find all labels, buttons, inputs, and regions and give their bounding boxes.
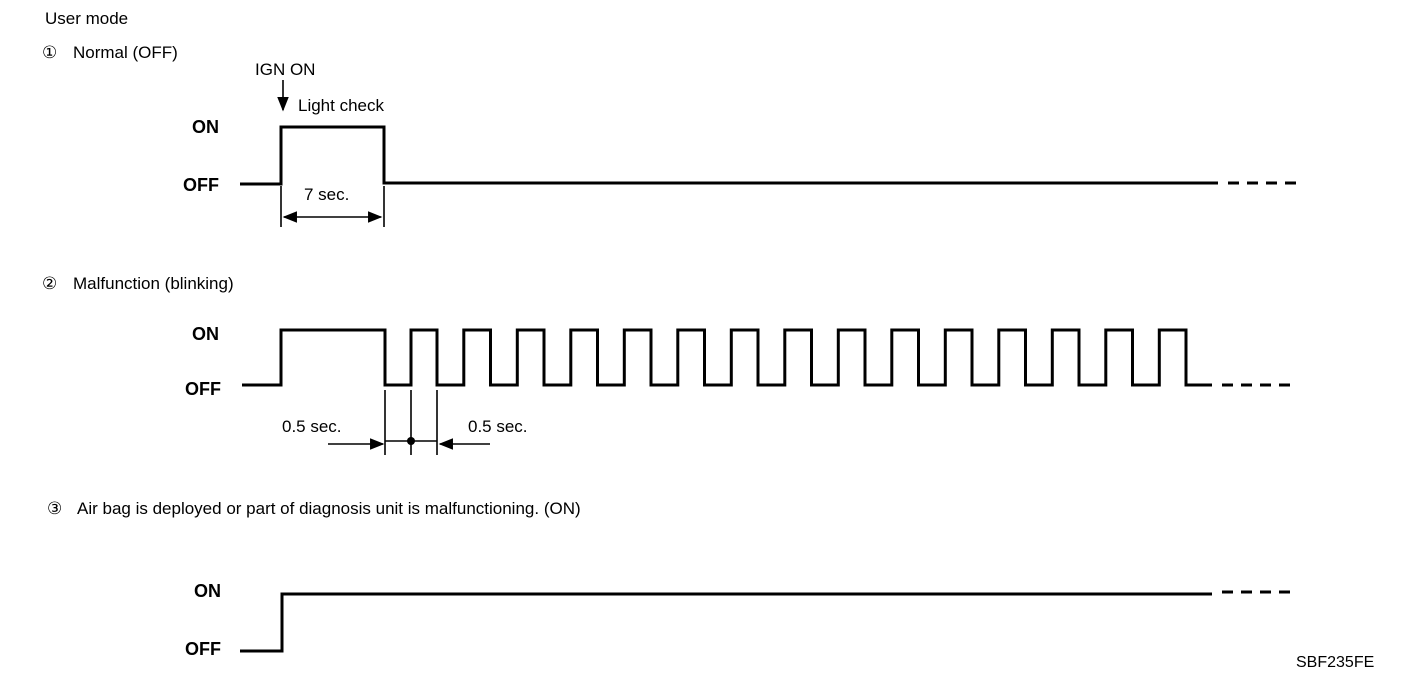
section1-on-label: ON [192, 117, 219, 137]
section2-number: ② [42, 274, 58, 293]
on-interval-label: 0.5 sec. [468, 417, 528, 436]
interval-center-dot [407, 437, 415, 445]
seven-sec-label: 7 sec. [304, 185, 350, 204]
normal-waveform [240, 80, 1296, 227]
mode-title: User mode [45, 9, 129, 28]
deployed-signal-line [240, 592, 1212, 653]
light-check-label: Light check [298, 96, 384, 115]
ign-on-label: IGN ON [255, 60, 316, 79]
section1-off-label: OFF [183, 175, 219, 195]
section2-off-label: OFF [185, 379, 221, 399]
section1-number: ① [42, 43, 58, 62]
figure-code: SBF235FE [1296, 654, 1375, 671]
off-interval-label: 0.5 sec. [282, 417, 342, 436]
malfunction-signal-line [242, 328, 1212, 387]
section2-title: Malfunction (blinking) [73, 274, 234, 293]
normal-signal-line [240, 125, 1218, 186]
deployed-waveform [240, 590, 1290, 653]
section3-title: Air bag is deployed or part of diagnosis… [77, 499, 581, 518]
section2-on-label: ON [192, 324, 219, 344]
section3-off-label: OFF [185, 639, 221, 659]
malfunction-waveform [242, 328, 1292, 455]
section3-on-label: ON [194, 581, 221, 601]
section3-number: ③ [47, 499, 63, 518]
section1-title: Normal (OFF) [73, 43, 178, 62]
